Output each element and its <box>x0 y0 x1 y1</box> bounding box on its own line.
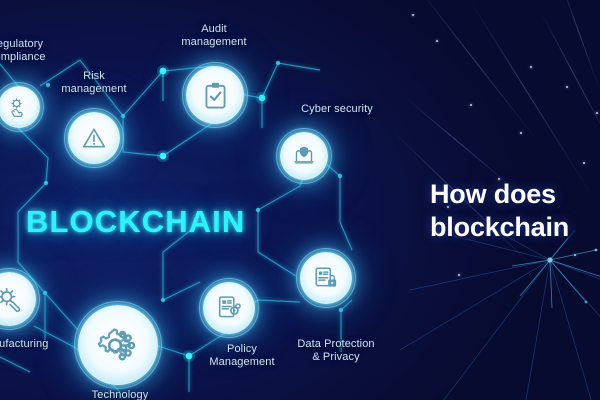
node-glow-ring <box>296 248 356 308</box>
node-glow-ring <box>74 301 162 389</box>
hex-vertex-dot <box>159 67 167 75</box>
headline-line-1: How does <box>430 179 556 209</box>
network-burst-graphic <box>400 230 600 400</box>
node-glow-ring <box>64 108 124 168</box>
hex-vertex-dot <box>120 113 126 119</box>
hex-vertex-dot <box>43 180 49 186</box>
hex-vertex-dot <box>159 152 167 160</box>
node-audit-management[interactable] <box>182 62 248 128</box>
node-glow-ring <box>199 278 259 338</box>
node-technology[interactable] <box>74 301 162 389</box>
node-data-protection-privacy[interactable] <box>296 248 356 308</box>
hex-vertex-dot <box>337 173 343 179</box>
hex-vertex-dot <box>160 297 166 303</box>
hex-vertex-dot <box>255 207 261 213</box>
hex-vertex-dot <box>42 290 48 296</box>
node-glow-ring <box>182 62 248 128</box>
hex-vertex-dot <box>338 307 344 313</box>
hex-vertex-dot <box>45 82 51 88</box>
headline: How does blockchain <box>430 178 569 244</box>
node-manufacturing[interactable] <box>0 268 40 330</box>
hex-vertex-dot <box>258 94 266 102</box>
hex-vertex-dot <box>185 352 193 360</box>
hex-vertex-dot <box>275 60 281 66</box>
node-risk-management[interactable] <box>64 108 124 168</box>
node-regulatory-compliance[interactable] <box>0 82 44 132</box>
node-cyber-security[interactable] <box>276 128 332 184</box>
node-glow-ring <box>276 128 332 184</box>
node-glow-ring <box>0 82 44 132</box>
node-policy-management[interactable] <box>199 278 259 338</box>
blockchain-title: BLOCKCHAIN <box>26 204 246 239</box>
headline-line-2: blockchain <box>430 212 570 242</box>
